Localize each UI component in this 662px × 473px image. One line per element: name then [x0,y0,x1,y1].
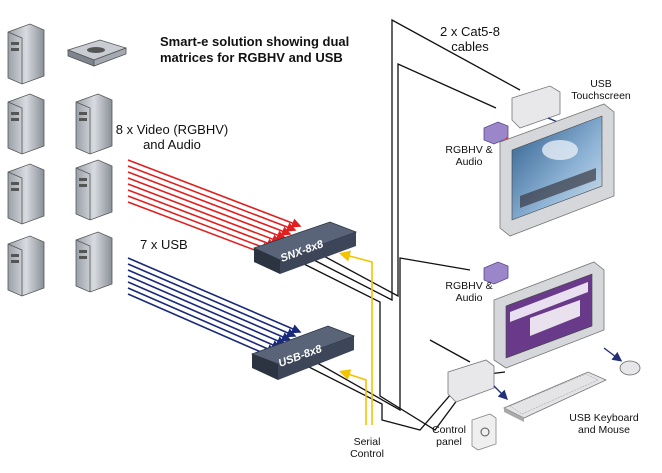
keyboard-connection [493,385,508,400]
serial-control-lines [338,250,373,425]
rgbhv-bottom-line-2: Audio [455,292,483,304]
rgbhv-top-line-2: Audio [455,156,483,168]
pc-tower-8 [75,231,113,293]
rgbhv-top-line-1: RGBHV & [445,144,493,156]
control-panel-line-1: Control [432,424,466,436]
serial-control-label: Serial Control [340,436,394,460]
keyboard-label-line-2: and Mouse [578,424,630,436]
cables-label-line-1: 2 x Cat5-8 [440,24,500,39]
serial-label-line-2: Control [350,448,384,460]
video-input-lines [127,159,302,256]
usb-receiver-unit [447,359,495,403]
mouse-connection [603,347,623,362]
keyboard-label-line-1: USB Keyboard [569,412,639,424]
media-player-box [66,39,128,67]
top-plasma-display [499,103,615,237]
usb-matrix-switch: USB-8x8 [250,325,356,380]
pc-tower-6 [75,159,113,221]
rgbhv-top-label: RGBHV & Audio [442,144,496,168]
rgbhv-bottom-label: RGBHV & Audio [442,280,496,304]
usb-count-text: 7 x USB [140,237,188,252]
touchscreen-unit [511,85,561,129]
title-line-1: Smart-e solution showing dual [160,34,350,49]
pc-tower-7 [7,235,45,297]
usb-keyboard [503,371,607,422]
pc-tower-3 [7,93,45,155]
pc-towers [7,23,128,297]
touchscreen-label: USB Touchscreen [566,78,636,102]
video-label-line-1: 8 x Video (RGBHV) [115,122,229,137]
snx-matrix-switch: SNX-8x8 [252,221,358,274]
rgbhv-bottom-line-1: RGBHV & [445,280,493,292]
bottom-extender [483,261,509,285]
touchscreen-label-line-2: Touchscreen [571,90,631,102]
video-label-line-2: and Audio [143,137,201,152]
pc-tower-4 [75,93,113,155]
control-panel-label: Control panel [424,424,474,448]
control-panel-device [471,413,497,451]
video-inputs-label: 8 x Video (RGBHV) and Audio [112,122,232,152]
cables-label: 2 x Cat5-8 cables [420,24,520,54]
cables-label-line-2: cables [451,39,489,54]
diagram-title: Smart-e solution showing dual matrices f… [160,34,400,66]
usb-input-lines [127,257,302,358]
pc-tower-1 [7,23,45,85]
title-line-2: matrices for RGBHV and USB [160,50,343,65]
top-extender [483,121,509,145]
control-panel-line-2: panel [436,436,462,448]
pc-tower-5 [7,163,45,225]
serial-label-line-1: Serial [353,436,381,448]
touchscreen-label-line-1: USB [590,78,612,90]
keyboard-mouse-label: USB Keyboard and Mouse [562,412,646,436]
bottom-lcd-monitor [493,261,605,369]
usb-mouse [619,360,641,376]
usb-inputs-label: 7 x USB [140,237,210,252]
